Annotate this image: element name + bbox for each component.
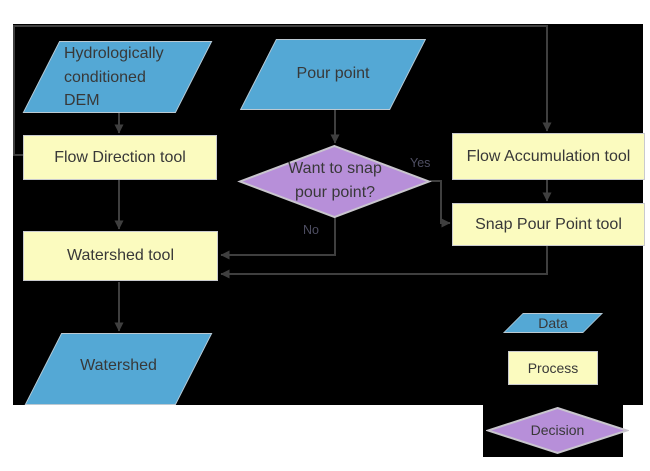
- branch-label-yes: Yes: [410, 156, 431, 170]
- node-snap-pour-point-tool-label: Snap Pour Point tool: [475, 215, 622, 233]
- node-flow-direction-tool-label: Flow Direction tool: [54, 148, 186, 166]
- legend-process-label: Process: [527, 360, 579, 376]
- node-pour-point-label: Pour point: [296, 65, 370, 82]
- legend-decision-label: Decision: [530, 422, 585, 438]
- node-watershed-tool-label: Watershed tool: [66, 247, 174, 264]
- node-flow-accumulation-tool: Flow Accumulation tool: [452, 133, 645, 180]
- node-flow-accumulation-tool-label: Flow Accumulation tool: [466, 147, 631, 165]
- node-flow-direction-tool: Flow Direction tool: [23, 135, 217, 180]
- node-decision-snap-label: Want to snap pour point?: [288, 160, 382, 201]
- legend-decision-shape: [486, 406, 629, 455]
- branch-label-no: No: [303, 223, 319, 237]
- node-hydro-dem-label: Hydrologically conditioned DEM: [64, 45, 164, 109]
- legend-data-label: Data: [538, 315, 568, 331]
- node-watershed-tool: Watershed tool: [23, 231, 218, 281]
- legend-process-shape: Process: [508, 351, 598, 385]
- node-snap-pour-point-tool: Snap Pour Point tool: [452, 203, 645, 246]
- legend-decision-polygon: [486, 406, 629, 455]
- node-watershed-output-label: Watershed: [80, 357, 157, 374]
